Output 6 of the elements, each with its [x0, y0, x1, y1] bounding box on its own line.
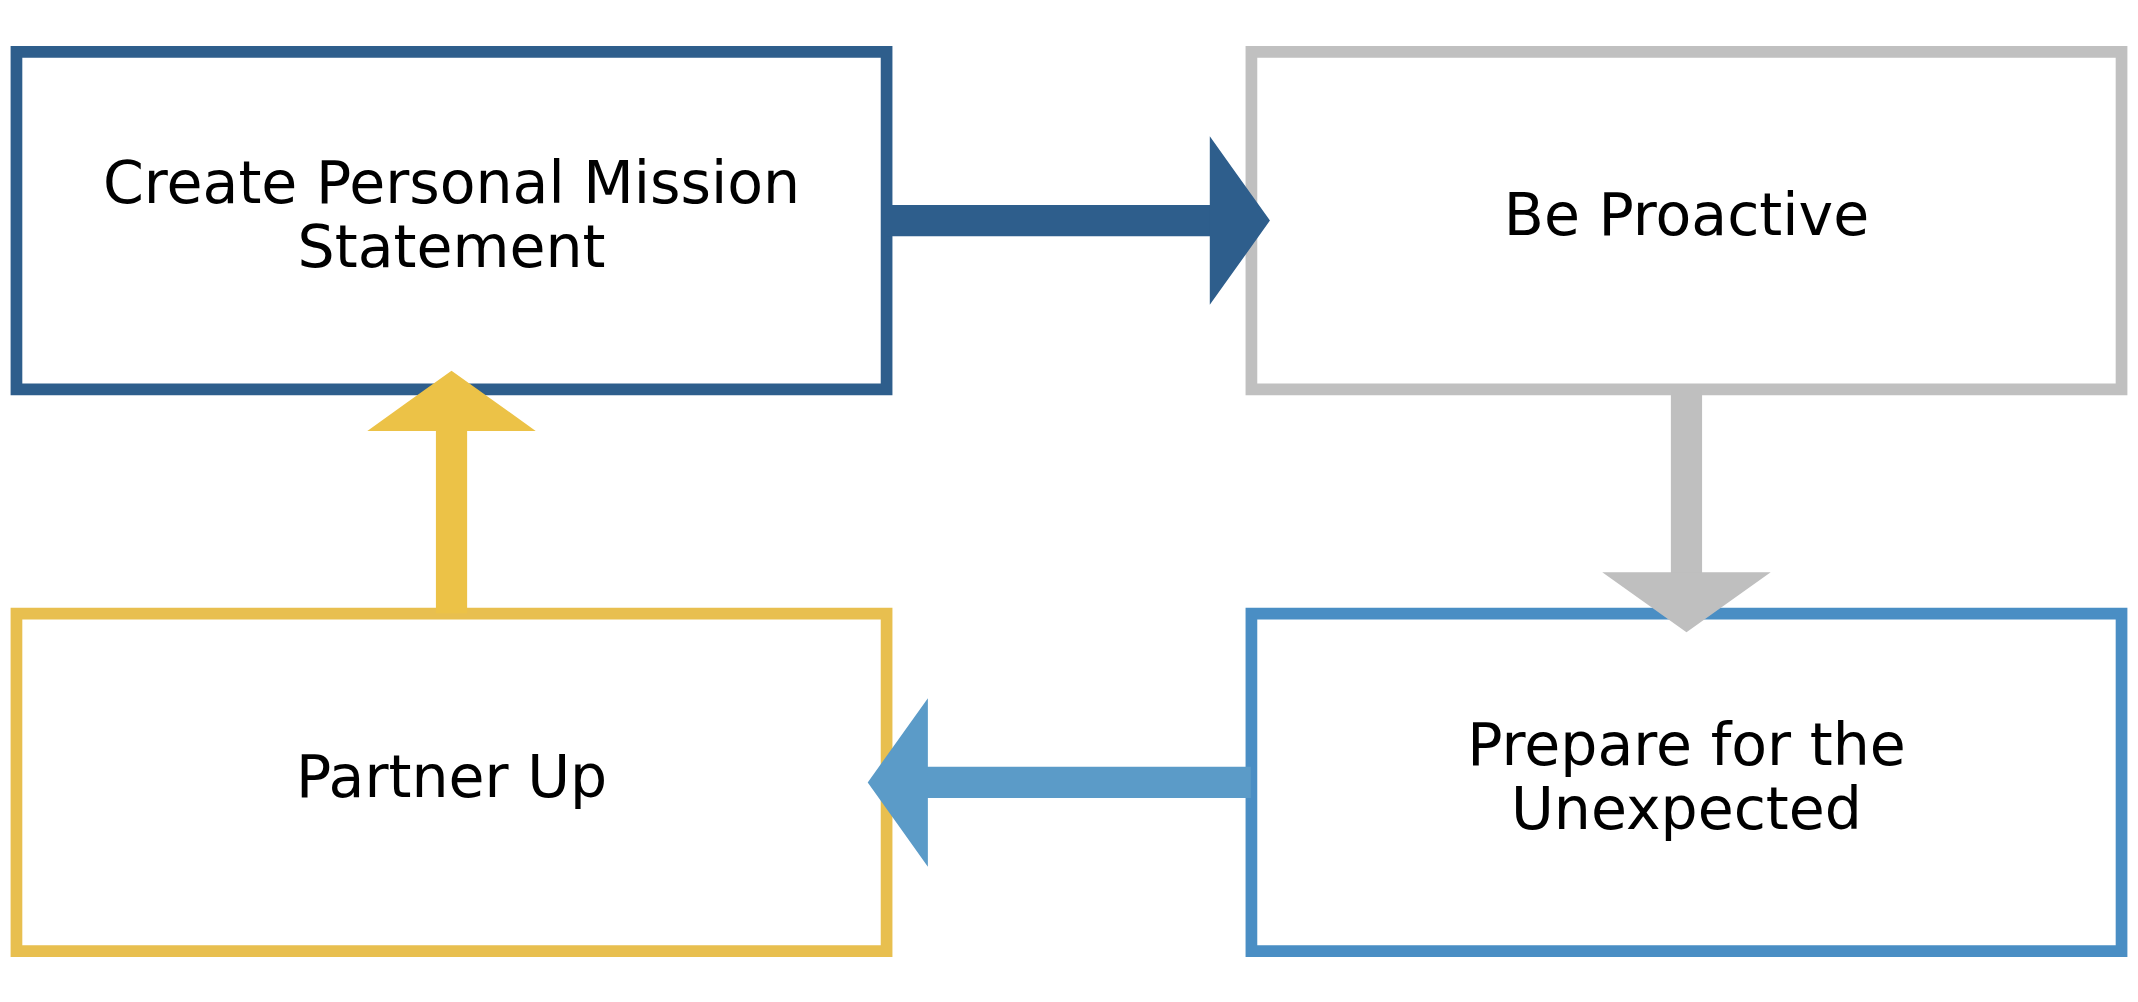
arrow — [367, 370, 536, 613]
node-box: Create Personal Mission Statement — [10, 45, 893, 395]
node-box: Prepare for the Unexpected — [1245, 607, 2128, 957]
node-box: Partner Up — [10, 607, 893, 957]
node-box: Be Proactive — [1245, 45, 2128, 395]
arrow — [867, 697, 1251, 867]
